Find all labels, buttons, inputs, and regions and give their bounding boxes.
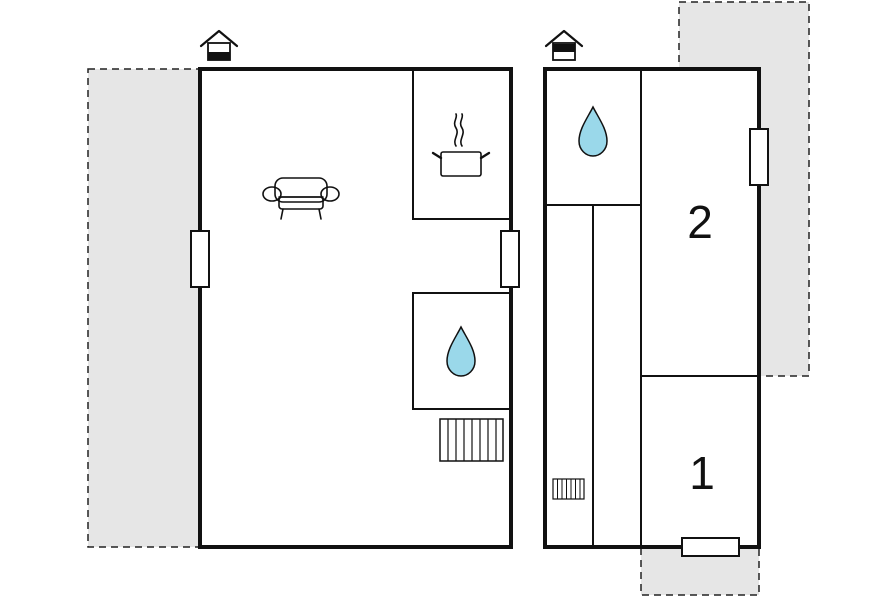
water-drop-icon <box>446 325 476 377</box>
floor-left-background <box>200 69 511 547</box>
floor-right: 2 1 <box>543 29 769 557</box>
terrace-left <box>87 68 201 548</box>
water-drop-icon <box>578 105 608 157</box>
window-right-south <box>681 537 740 557</box>
radiator-icon <box>439 418 504 462</box>
floor-left <box>190 29 520 549</box>
floor-right-background <box>545 69 759 547</box>
window-left-east <box>500 230 520 288</box>
kitchen-walls <box>412 69 511 220</box>
floor-left-outline <box>198 67 513 549</box>
room-label-bedroom-1: 1 <box>689 447 715 499</box>
room-label-bedroom-2: 2 <box>687 196 713 248</box>
floor-right-outline <box>543 67 761 549</box>
window-left-west <box>190 230 210 288</box>
radiator-icon <box>552 478 585 500</box>
sofa-icon <box>262 177 340 220</box>
entrance-house-icon <box>199 29 239 61</box>
window-right-east <box>749 128 769 186</box>
entrance-house-icon <box>544 29 584 61</box>
cooking-pot-icon <box>431 113 491 177</box>
bathroom-walls <box>412 292 511 410</box>
